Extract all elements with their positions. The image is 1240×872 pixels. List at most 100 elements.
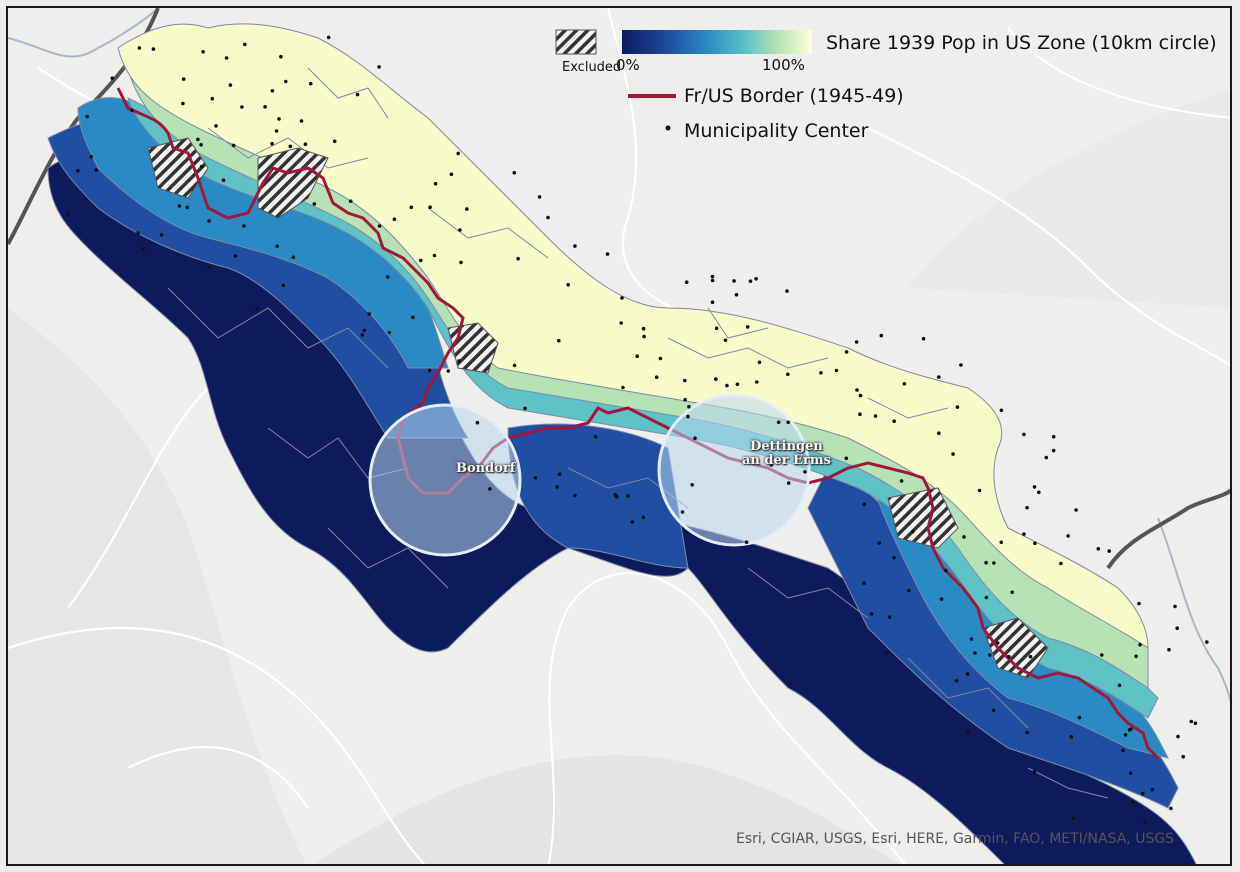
municipality-center-dot [973,651,977,655]
municipality-center-dot [754,277,758,281]
municipality-center-dot [877,541,881,545]
municipality-center-dot [991,708,996,712]
municipality-center-dot [214,124,218,128]
municipality-center-dot [1074,508,1078,512]
municipality-center-dot [642,334,646,339]
municipality-center-dot [786,372,790,377]
municipality-center-dot [110,76,115,80]
basemap-rivers [8,8,1230,704]
municipality-center-dot [977,488,982,493]
municipality-center-dot [1051,448,1056,453]
basemap-terrain [8,89,1230,864]
municipality-center-dot [1010,590,1014,595]
municipality-center-dot [955,405,960,409]
municipality-center-dot [1032,770,1037,774]
municipality-center-dot [621,385,625,390]
legend-border-label: Fr/US Border (1945-49) [684,85,904,107]
municipality-center-dot [488,487,492,491]
map-canvas[interactable] [8,8,1232,866]
municipality-center-dot [465,207,469,211]
municipality-center-dot [687,404,691,409]
municipality-center-dot [386,275,390,279]
municipality-center-dot [734,292,739,297]
region-blue-center [507,423,689,569]
municipality-center-dot [744,540,749,544]
municipality-center-dot [224,56,229,60]
municipality-center-dot [1117,683,1122,688]
municipality-center-dot [869,612,874,616]
municipality-center-dot [456,151,461,156]
municipality-center-dot [714,377,718,381]
municipality-center-dot [1051,434,1056,439]
municipality-center-dot [270,89,275,93]
municipality-center-dot [76,168,80,173]
municipality-center-dot [1140,791,1145,796]
municipality-center-dot [844,350,849,354]
municipality-center-dot [557,472,562,477]
municipality-center-dot [557,338,561,343]
municipality-center-dot [433,181,438,186]
municipality-center-dot [409,205,414,210]
municipality-center-dot [196,137,200,142]
municipality-center-dot [1066,534,1070,538]
municipality-center-dot [910,529,915,534]
municipality-center-dot [1131,800,1135,804]
municipality-center-dot [243,42,247,47]
municipality-center-dot [654,375,659,380]
municipality-center-dot [944,568,948,573]
municipality-center-dot [757,360,762,365]
municipality-center-dot [902,382,907,386]
municipality-center-dot [177,204,182,208]
municipality-center-dot [360,333,365,337]
municipality-center-dot [303,142,308,146]
municipality-center-dot [844,456,849,461]
place-label-dettingen-line1: Dettingen [750,439,823,454]
dettingen-circle[interactable] [657,393,811,547]
municipality-center-dot [855,388,859,392]
municipality-center-dot [555,485,559,489]
municipality-center-dot [207,265,211,269]
municipality-center-dot [680,510,685,514]
municipality-center-dot [995,641,1000,645]
municipality-center-dot [1189,719,1194,724]
municipality-center-dot [1069,735,1074,739]
municipality-center-dot [85,114,89,119]
municipality-center-dot [899,479,904,483]
municipality-center-dot [683,378,687,383]
municipality-center-dot [231,143,236,148]
municipality-center-dot [658,356,663,361]
municipality-center-dot [240,105,244,109]
municipality-center-dot [1007,654,1011,659]
municipality-center-dot [1022,432,1026,437]
municipality-center-dot [221,178,226,182]
municipality-center-dot [1121,748,1125,753]
municipality-center-dot [181,101,185,106]
municipality-center-dot [725,383,729,388]
legend-center-label: Municipality Center [684,120,869,142]
legend-excluded-label: Excluded [562,60,622,75]
municipality-center-dot [693,436,697,441]
municipality-center-dot [690,483,694,487]
municipality-center-dot [873,414,878,418]
municipality-center-dot [274,129,279,133]
municipality-center-dot [255,307,259,311]
municipality-center-dot [714,326,719,331]
municipality-center-dot [755,380,759,384]
municipality-center-dot [299,119,304,123]
municipality-center-dot [446,369,451,373]
municipality-center-dot [969,637,974,641]
municipality-center-dot [1134,654,1138,659]
municipality-center-dot [862,581,866,585]
municipality-center-dot [199,164,204,169]
municipality-center-dot [185,205,189,210]
municipality-center-dot [684,280,689,285]
municipality-center-dot [1128,771,1133,775]
municipality-center-dot [1071,816,1075,821]
municipality-center-dot [228,83,233,87]
municipality-center-dot [1176,734,1180,739]
municipality-center-dot [263,105,267,109]
municipality-center-dot [377,224,382,228]
municipality-center-dot [537,195,542,199]
municipality-center-dot [159,233,164,237]
bondorf-circle[interactable] [368,403,522,557]
